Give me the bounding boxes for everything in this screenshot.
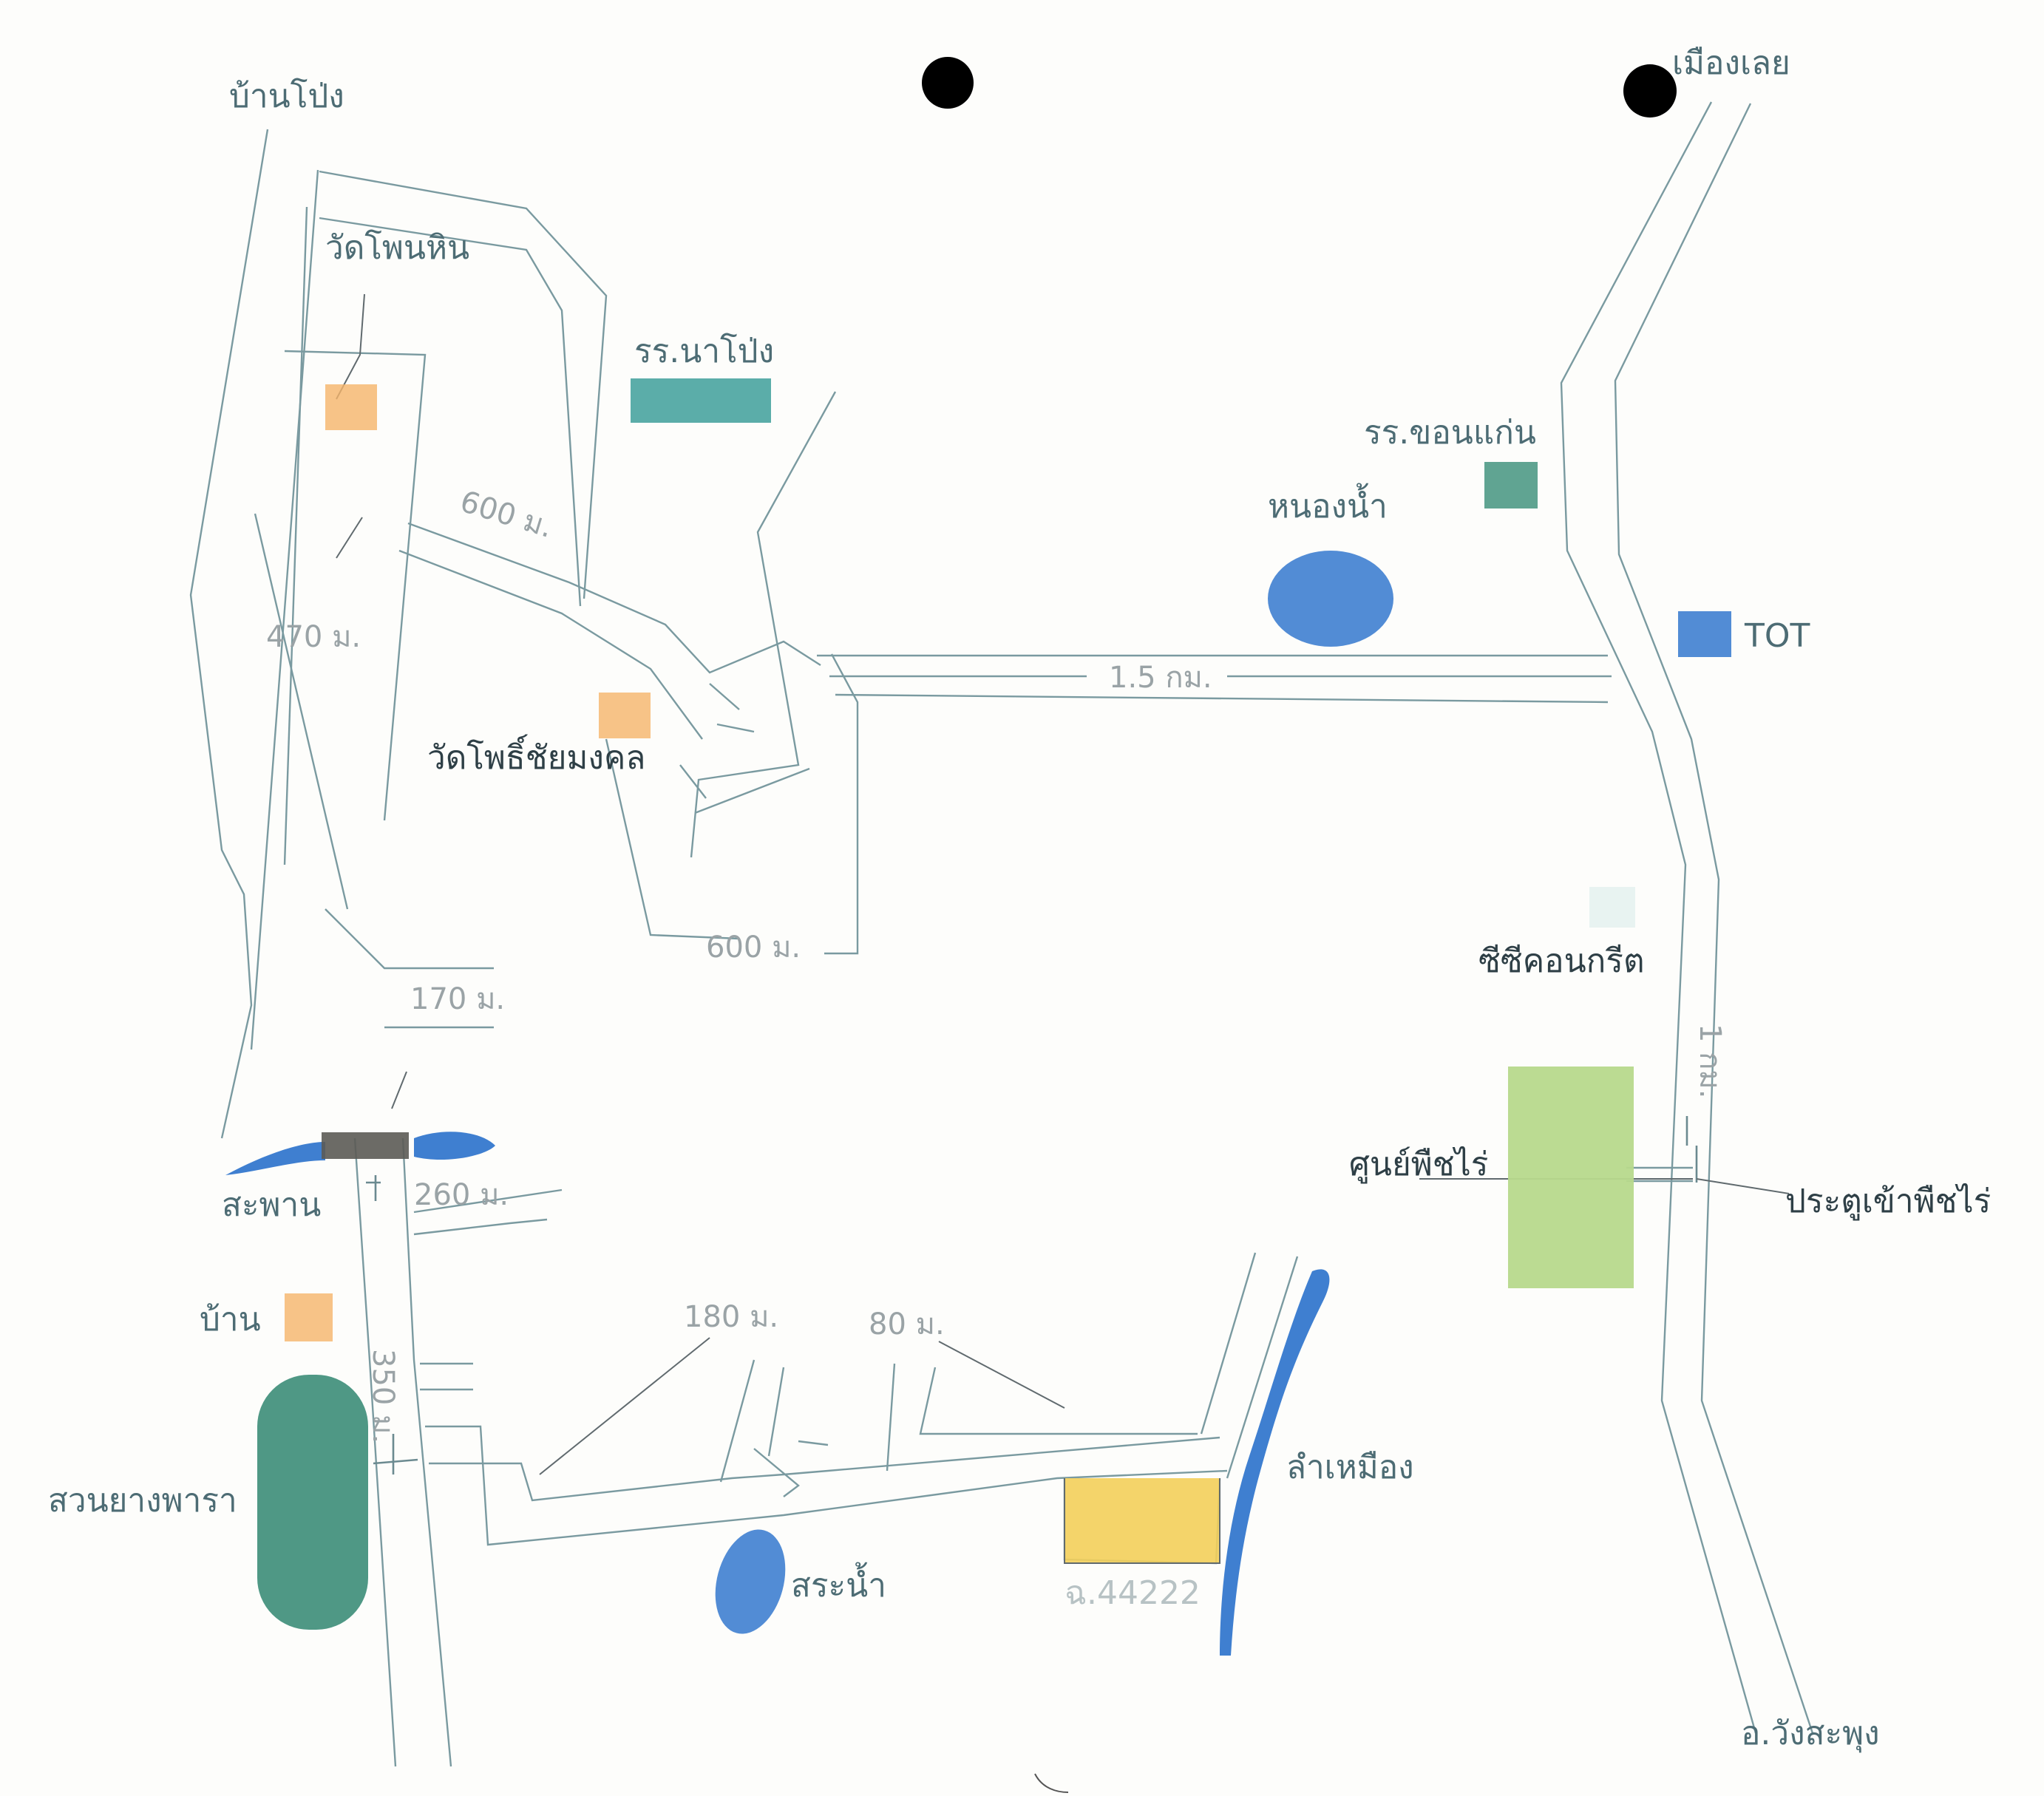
label-ban-pong: บ้านโป่ง: [229, 78, 344, 115]
label-wang-saphung: อ.วังสะพุง: [1741, 1715, 1880, 1753]
features: [225, 378, 1731, 1656]
school-khon-kaen-marker: [1484, 462, 1538, 508]
distance-170: 170 ม.: [410, 982, 505, 1016]
roads: [189, 101, 1814, 1767]
distance-1-km: 1 กม.: [1693, 1024, 1727, 1098]
label-school-khon-kaen: รร.ขอนแก่น: [1364, 414, 1536, 452]
distance-600-upper: 600 ม.: [456, 485, 557, 545]
wat-phon-hin-marker: [325, 384, 377, 430]
label-cc-concrete: ซีซีคอนกรีต: [1478, 942, 1645, 980]
distance-470: 470 ม.: [266, 620, 361, 654]
distance-180: 180 ม.: [684, 1300, 778, 1334]
label-rubber-garden: สวนยางพารา: [48, 1482, 237, 1520]
label-wat-pho-chai: วัดโพธิ์ชัยมงคล: [427, 734, 645, 777]
plot-marker: [1065, 1478, 1220, 1563]
leader-lines: [336, 293, 1790, 1475]
distance-80: 80 ม.: [869, 1307, 945, 1341]
label-tot: TOT: [1744, 617, 1810, 655]
distance-600-lower: 600 ม.: [706, 931, 801, 965]
hole-punch-dot-left: [922, 57, 974, 109]
reservoir-marker: [715, 1529, 786, 1634]
school-na-pong-marker: [631, 378, 771, 423]
distance-350: 350 ม.: [366, 1349, 400, 1443]
label-pond: หนองน้ำ: [1268, 483, 1388, 525]
label-field-crop-gate: ประตูเข้าพืชไร่: [1785, 1183, 1991, 1221]
label-wat-phon-hin: วัดโพนหิน: [325, 229, 469, 267]
house-marker: [285, 1293, 333, 1341]
label-plot: ฉ.44222: [1065, 1574, 1201, 1612]
distance-1-5-km: 1.5 กม.: [1109, 661, 1212, 695]
label-stream: ลำเหมือง: [1286, 1449, 1414, 1486]
rubber-garden-marker: [257, 1375, 368, 1630]
field-crop-center-marker: [1508, 1067, 1634, 1288]
stream-marker: [1220, 1269, 1330, 1656]
label-house: บ้าน: [200, 1301, 261, 1339]
label-bridge: สะพาน: [222, 1186, 321, 1224]
place-labels: บ้านโป่ง เมืองเลย วัดโพนหิน รร.นาโป่ง รร…: [48, 44, 1991, 1753]
label-field-crop-center: ศูนย์พืชไร่: [1349, 1146, 1488, 1184]
hole-punch-dot-right: [1623, 64, 1677, 118]
bridge-water-right: [414, 1132, 495, 1160]
label-muang-loei: เมืองเลย: [1672, 44, 1790, 82]
label-reservoir: สระน้ำ: [791, 1562, 886, 1605]
paper-mark: [1034, 1773, 1069, 1793]
pond-marker: [1268, 551, 1393, 647]
tot-marker: [1678, 611, 1731, 657]
cc-concrete-marker: [1589, 887, 1635, 928]
distance-260: 260 ม.: [414, 1178, 509, 1212]
wat-pho-chai-marker: [599, 693, 651, 738]
label-school-na-pong: รร.นาโป่ง: [634, 333, 774, 370]
bridge-water-left: [225, 1142, 325, 1175]
bridge-marker: [322, 1132, 409, 1159]
